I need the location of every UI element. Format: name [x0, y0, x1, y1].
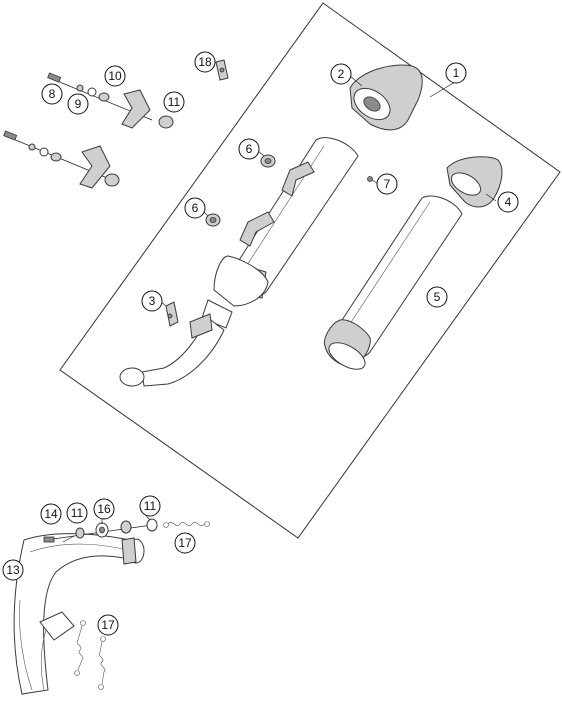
- callout-17-lower: 17: [97, 614, 119, 636]
- callout-11-left: 11: [66, 502, 88, 524]
- svg-text:3: 3: [149, 294, 156, 308]
- callout-6-lower: 6: [184, 197, 206, 219]
- link-pipe: [119, 313, 225, 387]
- callout-17-upper: 17: [174, 532, 196, 554]
- callout-18: 18: [194, 51, 216, 73]
- svg-text:13: 13: [6, 563, 20, 577]
- spring-17-lower-b: [98, 636, 106, 690]
- callout-6-upper: 6: [238, 138, 260, 160]
- svg-text:4: 4: [505, 195, 512, 209]
- rubber-grommet-6-upper: [260, 154, 276, 168]
- bolt-18: [215, 59, 229, 81]
- callout-3: 3: [141, 290, 163, 312]
- svg-text:1: 1: [453, 66, 460, 80]
- callout-11-top: 11: [163, 91, 185, 113]
- callout-4: 4: [497, 191, 519, 213]
- callout-8: 8: [41, 83, 63, 105]
- upper-bracket-set: [47, 72, 174, 129]
- end-cap-4: [446, 156, 503, 208]
- end-cap-2: [349, 64, 423, 131]
- svg-text:14: 14: [44, 507, 58, 521]
- svg-text:11: 11: [144, 499, 157, 513]
- rubber-grommet-6-lower: [205, 213, 221, 227]
- screw-7: [367, 176, 373, 182]
- svg-text:17: 17: [178, 536, 192, 550]
- svg-text:16: 16: [97, 502, 111, 516]
- svg-text:2: 2: [338, 67, 345, 81]
- svg-text:11: 11: [71, 506, 84, 520]
- callout-5: 5: [426, 286, 448, 308]
- callout-11-right: 11: [139, 495, 161, 517]
- callout-14: 14: [40, 503, 62, 525]
- callout-10: 10: [104, 65, 126, 87]
- callout-7: 7: [376, 173, 398, 195]
- clamp-3: [165, 301, 179, 327]
- svg-text:9: 9: [75, 97, 82, 111]
- svg-text:7: 7: [384, 177, 391, 191]
- main-silencer: [201, 137, 359, 329]
- callout-1: 1: [445, 62, 467, 84]
- svg-text:18: 18: [198, 55, 212, 69]
- spring-17-lower-a: [74, 620, 86, 676]
- callout-13: 13: [2, 559, 24, 581]
- callout-16: 16: [93, 498, 115, 520]
- svg-text:6: 6: [246, 142, 253, 156]
- svg-text:6: 6: [192, 201, 199, 215]
- svg-text:17: 17: [101, 618, 115, 632]
- svg-text:10: 10: [108, 69, 122, 83]
- lower-bracket-set: [3, 130, 120, 189]
- silencer-sleeve-5: [323, 195, 463, 370]
- callout-9: 9: [67, 93, 89, 115]
- assembly-frame: [59, 2, 561, 539]
- header-pipe-13: [13, 533, 145, 695]
- svg-text:11: 11: [168, 95, 181, 109]
- svg-text:8: 8: [49, 87, 56, 101]
- callout-2: 2: [330, 63, 352, 85]
- svg-text:5: 5: [434, 290, 441, 304]
- spring-17-upper: [163, 521, 210, 528]
- callout-leaders: [62, 75, 497, 543]
